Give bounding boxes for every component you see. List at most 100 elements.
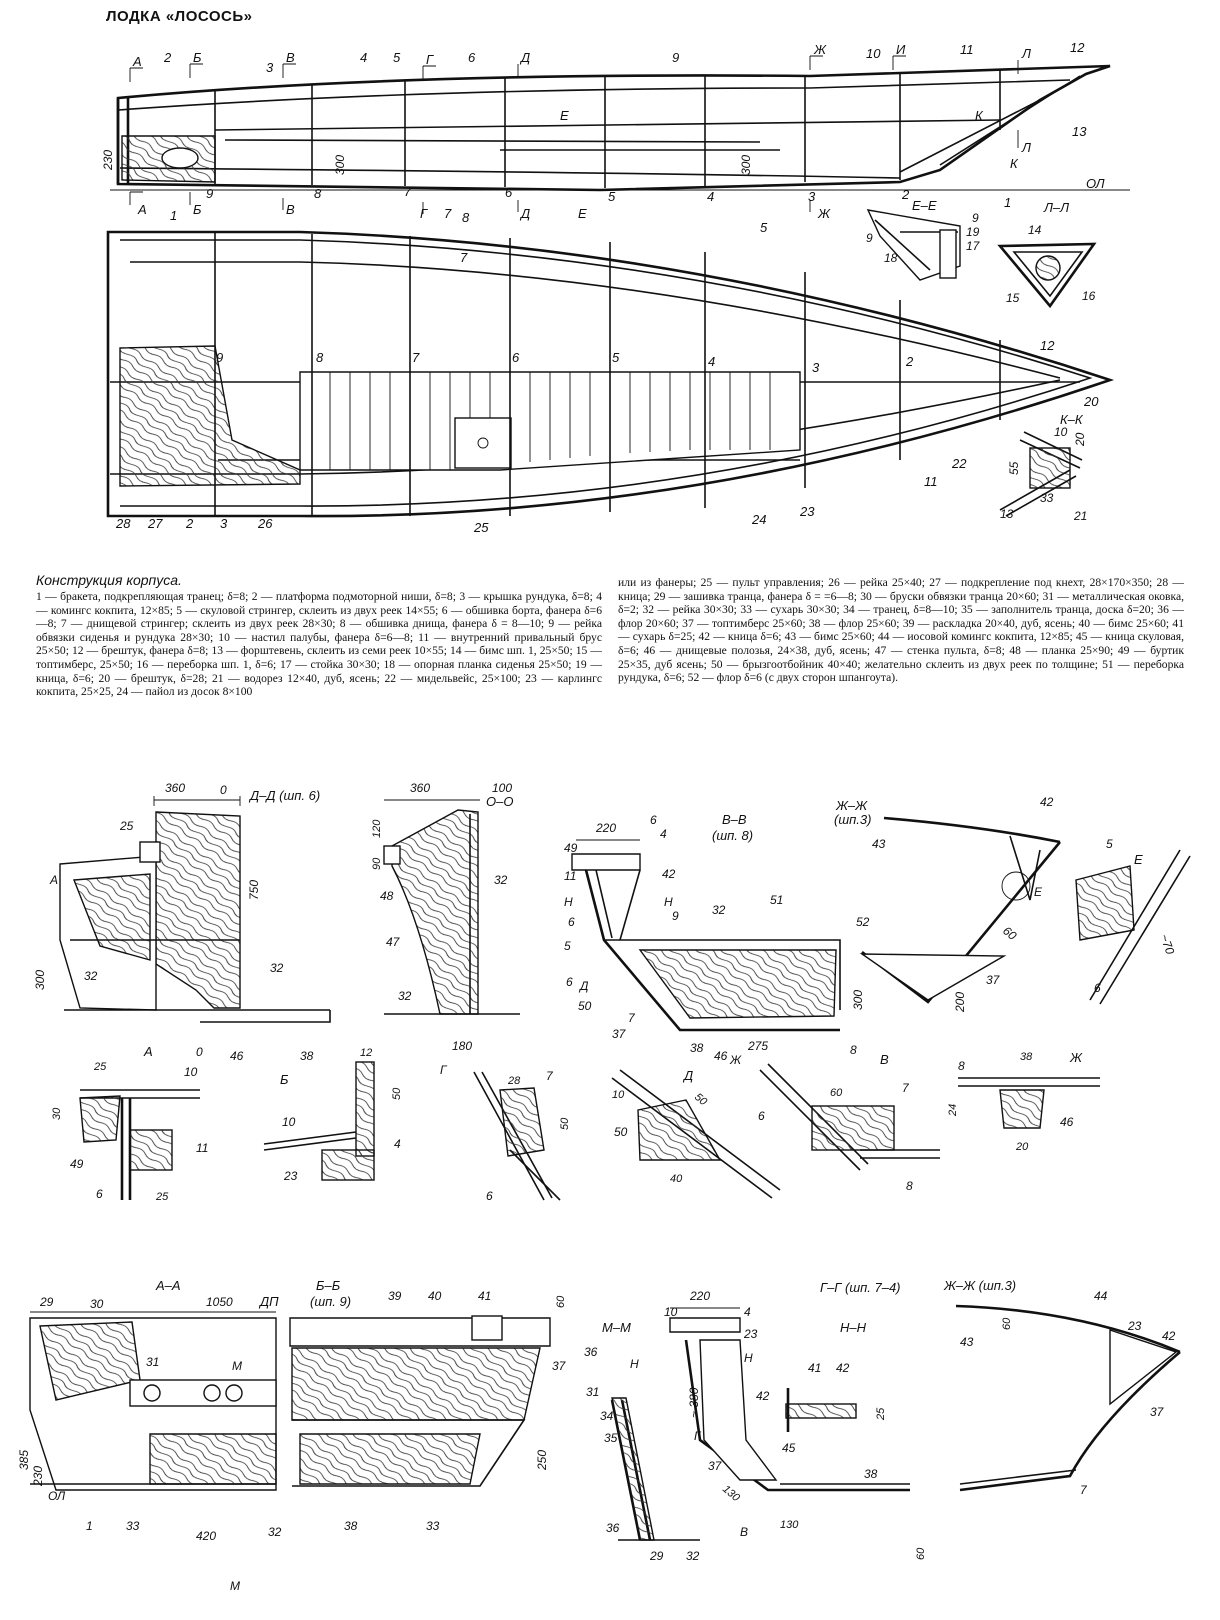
svg-text:46: 46 <box>230 1049 244 1063</box>
legend-text-right: или из фанеры; 25 — пульт управления; 26… <box>618 576 1184 685</box>
profile-dim-300a: 300 <box>333 155 347 175</box>
svg-text:10: 10 <box>282 1115 296 1129</box>
profile-frame-9: 9 <box>206 186 213 201</box>
svg-text:Г–Г (шп. 7–4): Г–Г (шп. 7–4) <box>820 1280 901 1295</box>
sec-mark-k2: К <box>1010 156 1019 171</box>
svg-text:11: 11 <box>564 869 576 883</box>
svg-text:40: 40 <box>428 1289 442 1303</box>
svg-text:47: 47 <box>386 935 401 949</box>
plan-part-7: 7 <box>460 250 468 265</box>
sec-mark-b2: Б <box>193 202 202 217</box>
svg-text:220: 220 <box>689 1289 710 1303</box>
profile-baseline: ОЛ <box>1086 176 1105 191</box>
svg-text:42: 42 <box>836 1361 850 1375</box>
svg-text:4: 4 <box>744 1305 751 1319</box>
svg-text:29: 29 <box>39 1295 54 1309</box>
svg-text:13: 13 <box>1000 507 1014 521</box>
svg-text:12: 12 <box>360 1047 372 1059</box>
svg-text:25: 25 <box>93 1061 107 1073</box>
svg-text:43: 43 <box>872 837 886 851</box>
plan-frame-2: 2 <box>905 354 914 369</box>
svg-text:9: 9 <box>672 909 679 923</box>
svg-text:55: 55 <box>1007 461 1021 475</box>
svg-text:36: 36 <box>584 1345 598 1359</box>
svg-text:29: 29 <box>649 1549 664 1563</box>
svg-text:38: 38 <box>344 1519 358 1533</box>
section-m-m: М–М 36 Н 31 34 35 36 29 32 <box>584 1320 700 1563</box>
section-a-a: А–А 1050 ДП 29 30 31 М 385 230 ОЛ 1 33 4… <box>17 1278 279 1593</box>
svg-text:0: 0 <box>220 783 227 797</box>
svg-text:41: 41 <box>808 1361 821 1375</box>
svg-text:0: 0 <box>196 1045 203 1059</box>
svg-text:32: 32 <box>712 903 726 917</box>
svg-text:25: 25 <box>119 819 134 833</box>
svg-text:1: 1 <box>86 1519 93 1533</box>
svg-text:4: 4 <box>660 827 667 841</box>
svg-text:Н: Н <box>664 895 673 909</box>
svg-text:750: 750 <box>247 880 261 900</box>
sec-mark-e: Е <box>560 108 569 123</box>
plan-part-24: 24 <box>751 512 766 527</box>
svg-text:1050: 1050 <box>206 1295 233 1309</box>
plan-part-5: 5 <box>760 220 768 235</box>
svg-text:4: 4 <box>394 1137 401 1151</box>
svg-text:31: 31 <box>586 1385 599 1399</box>
profile-part-13: 13 <box>1072 124 1087 139</box>
svg-text:25: 25 <box>155 1191 169 1203</box>
profile-frame-1: 1 <box>1004 195 1011 210</box>
svg-text:48: 48 <box>380 889 394 903</box>
svg-text:37: 37 <box>708 1459 723 1473</box>
svg-text:В: В <box>880 1052 889 1067</box>
svg-text:6: 6 <box>568 915 575 929</box>
plan-part-26: 26 <box>257 516 273 531</box>
profile-frame-4: 4 <box>707 189 714 204</box>
svg-text:300: 300 <box>33 970 47 990</box>
section-k-k: К–К 55 33 20 10 13 21 <box>999 412 1087 523</box>
svg-text:17: 17 <box>966 239 981 253</box>
svg-text:37: 37 <box>552 1359 567 1373</box>
profile-part-2: 2 <box>163 50 172 65</box>
svg-text:~ 380: ~ 380 <box>687 1387 701 1418</box>
svg-text:180: 180 <box>452 1039 472 1053</box>
svg-text:49: 49 <box>564 841 578 855</box>
svg-text:8: 8 <box>850 1043 857 1057</box>
section-d-d: Д–Д (шп. 6) 360 0 750 300 25 А 32 32 46 … <box>33 781 331 1063</box>
svg-text:9: 9 <box>972 211 979 225</box>
sec-mark-k: К <box>975 108 984 123</box>
svg-text:Д: Д <box>578 979 589 993</box>
svg-text:Д: Д <box>682 1068 693 1083</box>
section-ll-title: Л–Л <box>1043 200 1069 215</box>
sec-mark-a: А <box>132 54 142 69</box>
svg-text:Б–Б: Б–Б <box>316 1278 341 1293</box>
svg-text:В: В <box>740 1525 748 1539</box>
plan-part-20: 20 <box>1083 394 1099 409</box>
svg-text:120: 120 <box>371 819 383 838</box>
plan-part-27: 27 <box>147 516 163 531</box>
sec-mark-d: Д <box>519 50 530 65</box>
detail-e: Е 5 ~70 6 <box>1075 837 1191 1005</box>
svg-text:32: 32 <box>270 961 284 975</box>
profile-part-9: 9 <box>672 50 679 65</box>
svg-text:360: 360 <box>165 781 185 795</box>
svg-text:50: 50 <box>391 1087 403 1100</box>
profile-part-6: 6 <box>468 50 476 65</box>
svg-text:33: 33 <box>1040 491 1054 505</box>
svg-text:10: 10 <box>1054 425 1068 439</box>
section-l-l: Л–Л 14 15 16 <box>997 200 1097 309</box>
section-v-v: В–В (шп. 8) 220 49 6 4 11 42 Н Н 9 6 32 … <box>564 812 865 1067</box>
sec-mark-l: Л <box>1021 46 1031 61</box>
svg-text:5: 5 <box>564 939 571 953</box>
svg-text:А–А: А–А <box>155 1278 181 1293</box>
svg-text:42: 42 <box>662 867 676 881</box>
svg-text:38: 38 <box>1020 1051 1033 1063</box>
svg-text:60: 60 <box>1000 924 1019 944</box>
svg-text:38: 38 <box>864 1467 878 1481</box>
section-kk-title: К–К <box>1060 412 1084 427</box>
profile-frame-5: 5 <box>608 189 616 204</box>
svg-text:30: 30 <box>51 1107 63 1120</box>
svg-text:42: 42 <box>756 1389 770 1403</box>
svg-text:33: 33 <box>426 1519 440 1533</box>
section-o-o: О–О 360 100 120 90 48 47 32 32 180 Г <box>371 781 520 1077</box>
